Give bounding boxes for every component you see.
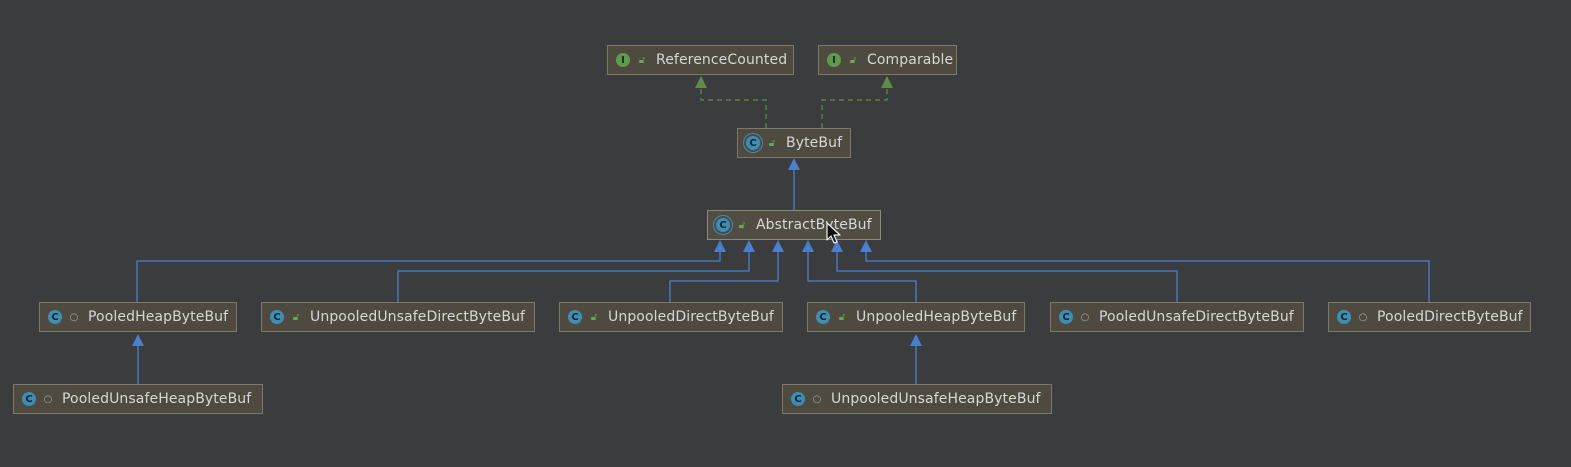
unlock-icon: 🔓︎ <box>292 311 300 323</box>
node-unpooledunsafedirectbytebuf[interactable]: C 🔓︎ UnpooledUnsafeDirectByteBuf <box>261 302 535 332</box>
unlock-icon: 🔓︎ <box>638 54 646 66</box>
arrowhead-icon <box>802 240 814 252</box>
node-label: PooledHeapByteBuf <box>88 309 229 325</box>
class-icon: C <box>1059 310 1073 324</box>
unlock-icon: 🔓︎ <box>849 54 857 66</box>
package-dot-icon: ○ <box>43 393 53 405</box>
arrowhead-icon <box>695 76 707 88</box>
node-label: ReferenceCounted <box>656 52 788 68</box>
class-icon: C <box>816 310 830 324</box>
edge-unpooledunsafedirect-extends-abstract <box>397 248 750 302</box>
arrowhead-icon <box>714 240 726 252</box>
package-dot-icon: ○ <box>1358 311 1368 323</box>
arrowhead-icon <box>132 334 144 346</box>
edge-unpooledheap-extends-abstract <box>807 248 917 302</box>
node-label: Comparable <box>867 52 954 68</box>
abstract-class-icon: C <box>746 136 760 150</box>
node-label: UnpooledUnsafeHeapByteBuf <box>831 391 1041 407</box>
edge-bytebuf-implements-comparable <box>821 78 888 128</box>
unlock-icon: 🔓︎ <box>738 219 746 231</box>
arrowhead-icon <box>788 158 800 170</box>
interface-icon: I <box>827 53 841 67</box>
class-icon: C <box>22 392 36 406</box>
node-label: AbstractByteBuf <box>756 217 872 233</box>
node-label: PooledUnsafeDirectByteBuf <box>1099 309 1294 325</box>
node-referencecounted[interactable]: I 🔓︎ ReferenceCounted <box>607 45 794 75</box>
mouse-pointer-icon <box>826 222 841 244</box>
node-unpooledheapbytebuf[interactable]: C 🔓︎ UnpooledHeapByteBuf <box>807 302 1025 332</box>
node-unpooledunsafeheapbytebuf[interactable]: C ○ UnpooledUnsafeHeapByteBuf <box>782 384 1052 414</box>
package-dot-icon: ○ <box>69 311 79 323</box>
node-label: PooledDirectByteBuf <box>1377 309 1523 325</box>
node-bytebuf[interactable]: C 🔓︎ ByteBuf <box>737 128 851 158</box>
edge-pooledunsafedirect-extends-abstract <box>836 248 1178 302</box>
class-icon: C <box>48 310 62 324</box>
interface-icon: I <box>616 53 630 67</box>
node-comparable[interactable]: I 🔓︎ Comparable <box>818 45 957 75</box>
unlock-icon: 🔓︎ <box>838 311 846 323</box>
arrowhead-icon <box>743 240 755 252</box>
unlock-icon: 🔓︎ <box>590 311 598 323</box>
node-label: UnpooledDirectByteBuf <box>608 309 774 325</box>
arrowhead-icon <box>831 240 843 252</box>
unlock-icon: 🔓︎ <box>768 137 776 149</box>
node-pooledunsafedirectbytebuf[interactable]: C ○ PooledUnsafeDirectByteBuf <box>1050 302 1304 332</box>
class-icon: C <box>1337 310 1351 324</box>
abstract-class-icon: C <box>716 218 730 232</box>
arrowhead-icon <box>910 334 922 346</box>
package-dot-icon: ○ <box>1080 311 1090 323</box>
node-label: UnpooledUnsafeDirectByteBuf <box>310 309 526 325</box>
edge-unpooleddirect-extends-abstract <box>669 248 779 302</box>
class-icon: C <box>568 310 582 324</box>
node-label: ByteBuf <box>786 135 843 151</box>
arrowhead-icon <box>772 240 784 252</box>
arrowhead-icon <box>860 240 872 252</box>
node-unpooleddirectbytebuf[interactable]: C 🔓︎ UnpooledDirectByteBuf <box>559 302 783 332</box>
node-pooledunsafeheapbytebuf[interactable]: C ○ PooledUnsafeHeapByteBuf <box>13 384 263 414</box>
node-abstractbytebuf[interactable]: C 🔓︎ AbstractByteBuf <box>707 210 881 240</box>
package-dot-icon: ○ <box>812 393 822 405</box>
edge-pooleddirect-extends-abstract <box>865 248 1430 302</box>
edge-bytebuf-implements-referencecounted <box>700 78 767 128</box>
edge-pooledheap-extends-abstract <box>136 248 721 302</box>
node-pooleddirectbytebuf[interactable]: C ○ PooledDirectByteBuf <box>1328 302 1531 332</box>
class-icon: C <box>270 310 284 324</box>
node-label: PooledUnsafeHeapByteBuf <box>62 391 252 407</box>
arrowhead-icon <box>881 76 893 88</box>
node-pooledheapbytebuf[interactable]: C ○ PooledHeapByteBuf <box>39 302 237 332</box>
node-label: UnpooledHeapByteBuf <box>856 309 1017 325</box>
class-icon: C <box>791 392 805 406</box>
